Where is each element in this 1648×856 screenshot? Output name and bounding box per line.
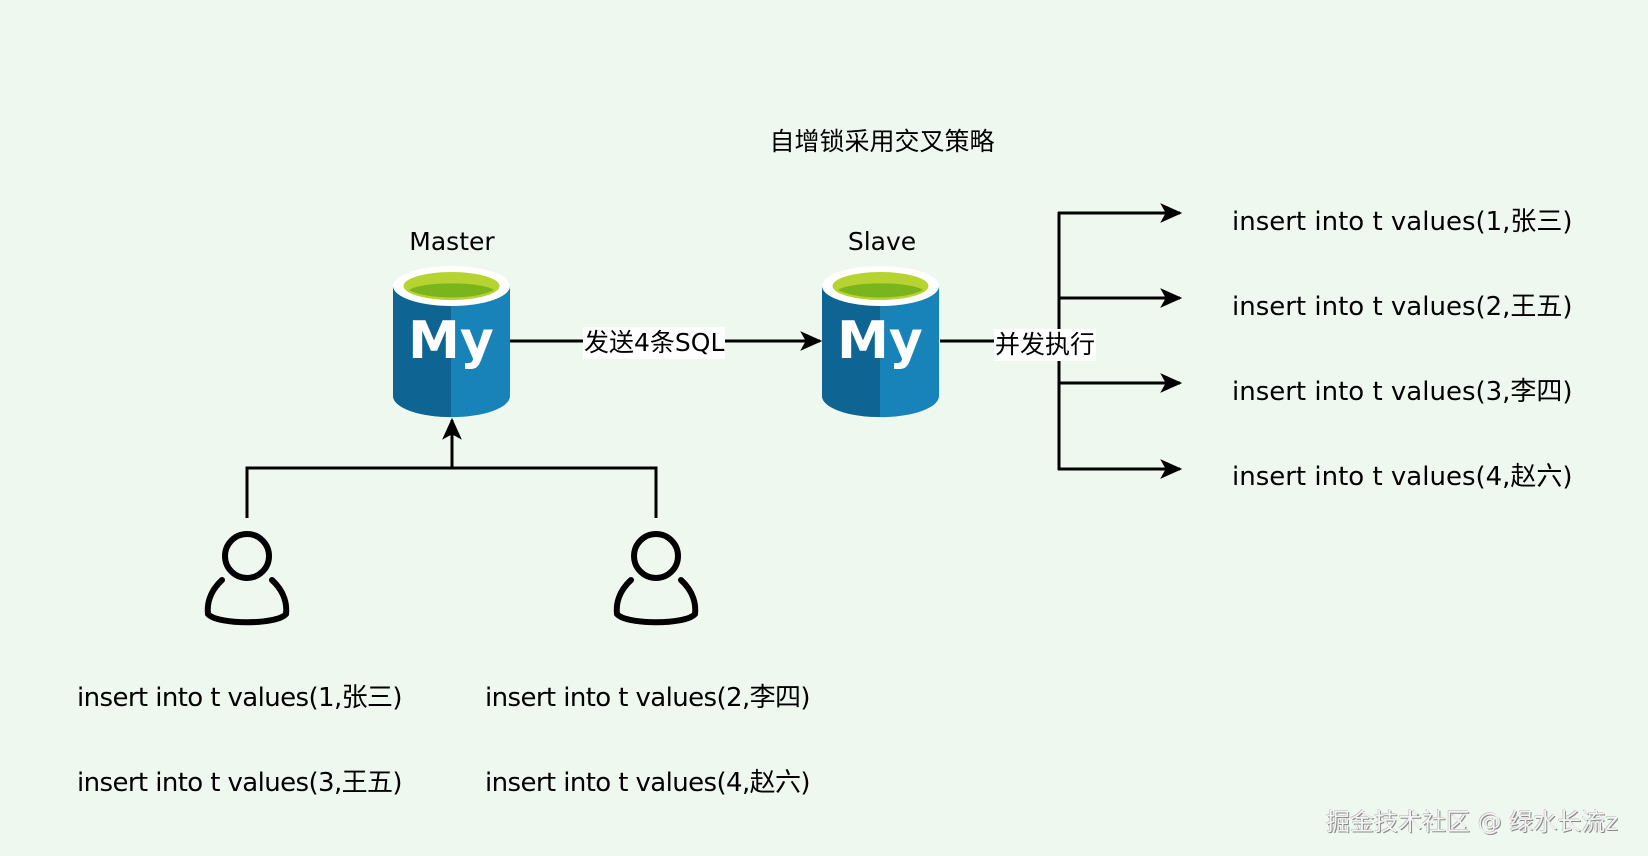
send-sql-label: 发送4条SQL <box>583 327 726 359</box>
client-2-statement: insert into t values(4,赵六) <box>485 768 811 798</box>
slave-statement: insert into t values(3,李四) <box>1232 377 1573 407</box>
watermark: 掘金技术社区 @ 绿水长流z <box>1326 808 1618 836</box>
concurrent-exec-label: 并发执行 <box>994 329 1097 361</box>
master-database-icon[interactable]: My <box>393 266 510 418</box>
slave-label: Slave <box>847 227 917 256</box>
slave-database-icon[interactable]: My <box>822 266 939 418</box>
slave-logo-text: My <box>837 311 923 371</box>
slave-statement: insert into t values(4,赵六) <box>1232 462 1573 492</box>
master-logo-text: My <box>408 311 494 371</box>
master-label: Master <box>409 227 495 256</box>
client-2-statement: insert into t values(2,李四) <box>485 683 811 713</box>
clients-merge-line <box>245 466 658 518</box>
user-icon[interactable] <box>613 531 699 626</box>
client-1-statement: insert into t values(1,张三) <box>77 683 403 713</box>
client-1-statement: insert into t values(3,王五) <box>77 768 403 798</box>
diagram-title: 自增锁采用交叉策略 <box>769 127 995 156</box>
slave-statement: insert into t values(1,张三) <box>1232 207 1573 237</box>
slave-statement: insert into t values(2,王五) <box>1232 292 1573 322</box>
user-icon[interactable] <box>204 531 290 626</box>
